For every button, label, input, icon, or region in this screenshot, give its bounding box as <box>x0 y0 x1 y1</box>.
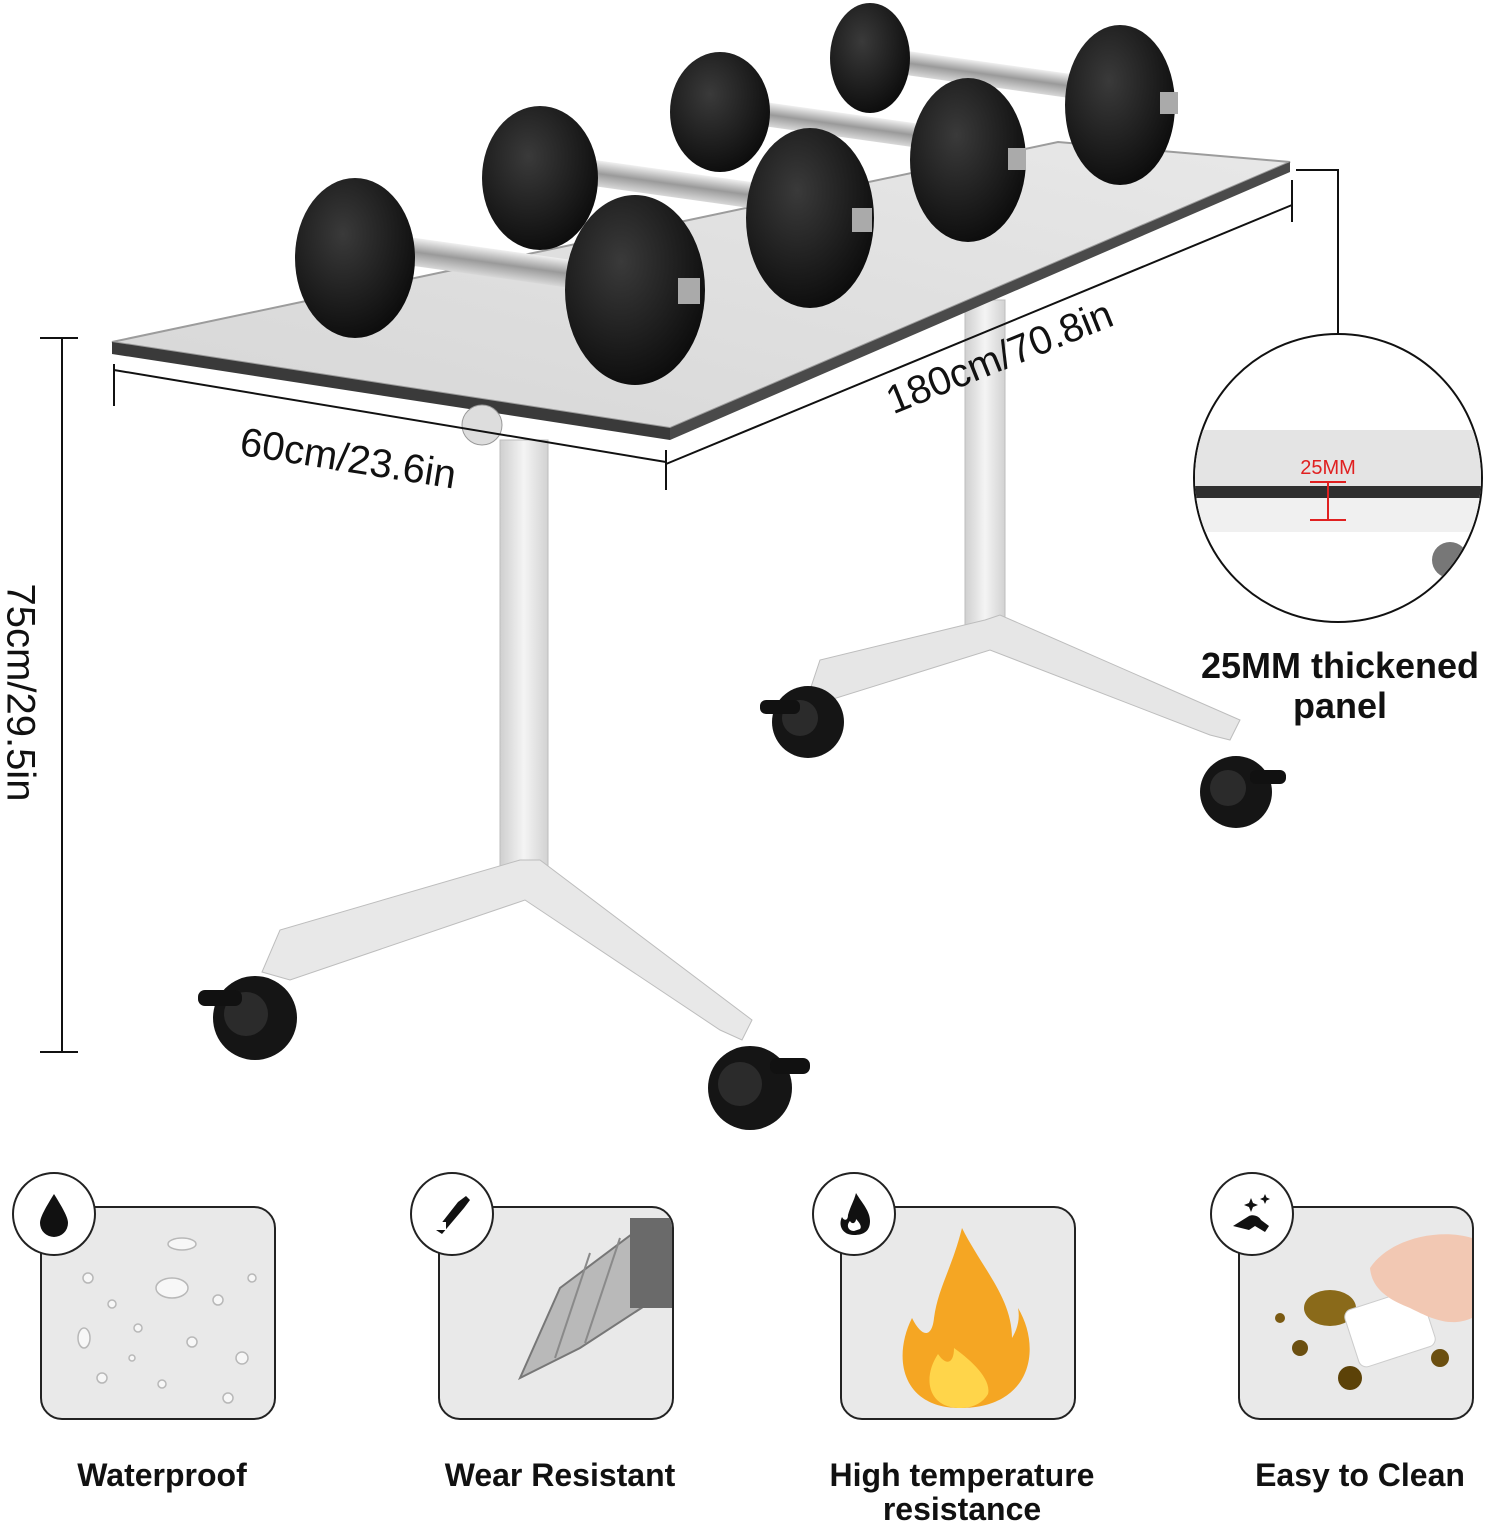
easy-to-clean-tile <box>1238 1206 1474 1420</box>
dumbbell-1 <box>295 178 705 385</box>
utility-knife-icon <box>410 1172 494 1256</box>
dumbbells <box>295 3 1178 385</box>
feature-label-waterproof: Waterproof <box>77 1457 247 1493</box>
front-leg <box>198 404 810 1130</box>
height-dimension-label: 75cm/29.5in <box>0 583 43 802</box>
thickness-callout-circle <box>1193 333 1483 623</box>
dimension-lines <box>40 169 1339 1053</box>
cleaning-hand-icon <box>1210 1172 1294 1256</box>
feature-easy-to-clean: Easy to Clean <box>1210 1172 1492 1500</box>
feature-high-temperature: High temperature resistance <box>812 1172 1142 1526</box>
feature-label-wear-resistant: Wear Resistant <box>444 1457 676 1493</box>
thickness-caption-line2: panel <box>1292 685 1388 726</box>
flame-image <box>902 1228 1030 1408</box>
feature-label-easy-to-clean: Easy to Clean <box>1255 1457 1465 1493</box>
thickness-caption: 25MM thickened panel <box>1180 646 1492 726</box>
back-leg <box>760 299 1286 828</box>
thickness-caption-line1: 25MM thickened <box>1200 645 1480 686</box>
feature-label-high-temperature: High temperature resistance <box>829 1457 1095 1527</box>
dumbbell-4 <box>830 3 1178 185</box>
flame-icon <box>812 1172 896 1256</box>
dumbbell-2 <box>482 106 874 308</box>
dumbbell-3 <box>670 52 1026 242</box>
product-scene: 25MM <box>40 3 1483 1130</box>
utility-knife-image <box>517 1218 672 1381</box>
feature-waterproof: Waterproof <box>12 1172 342 1500</box>
feature-wear-resistant: Wear Resistant <box>410 1172 740 1500</box>
water-drop-icon <box>12 1172 96 1256</box>
cleaning-image <box>1275 1234 1472 1390</box>
thickness-label: 25MM <box>1300 457 1356 479</box>
water-droplets-image <box>77 1237 257 1404</box>
